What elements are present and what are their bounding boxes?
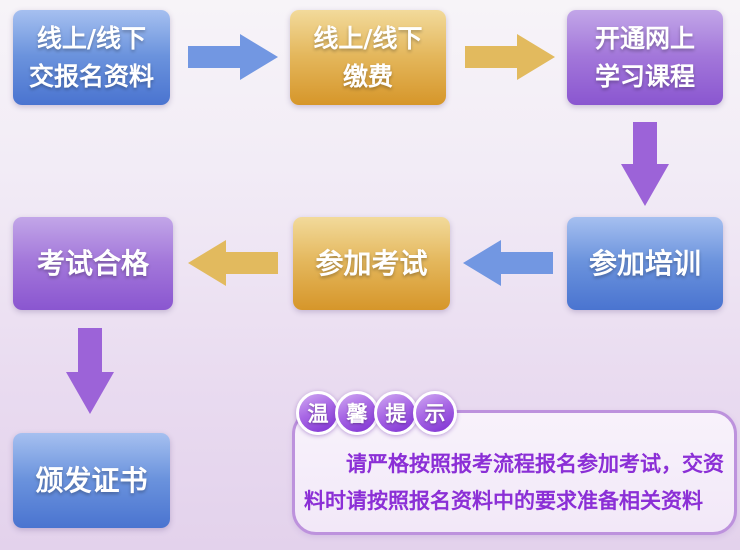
tip-title-badge: 温 馨 提 示 bbox=[296, 391, 457, 435]
flow-step-open-courses: 开通网上 学习课程 bbox=[567, 10, 723, 105]
flow-step-label: 颁发证书 bbox=[35, 463, 148, 497]
flow-arrow-down-icon bbox=[66, 328, 114, 414]
flow-step-submit-materials: 线上/线下 交报名资料 bbox=[13, 10, 170, 105]
flow-arrow-left-icon bbox=[463, 240, 553, 286]
flow-arrow-down-icon bbox=[621, 122, 669, 206]
flow-step-label: 线上/线下 bbox=[313, 23, 423, 53]
tip-title-char-circle: 示 bbox=[413, 391, 457, 435]
flow-step-label: 参加考试 bbox=[315, 246, 428, 280]
flow-step-label: 考试合格 bbox=[36, 246, 149, 280]
flow-step-take-exam: 参加考试 bbox=[293, 217, 450, 310]
flow-step-pay-fee: 线上/线下 缴费 bbox=[290, 10, 446, 105]
flow-step-label: 交报名资料 bbox=[28, 61, 154, 91]
tip-title-char-circle: 馨 bbox=[335, 391, 379, 435]
flow-step-label: 线上/线下 bbox=[36, 23, 147, 53]
flow-arrow-right-icon bbox=[188, 34, 278, 80]
tip-panel: 请严格按照报考流程报名参加考试，交资料时请按照报名资料中的要求准备相关资料 bbox=[292, 410, 737, 535]
flow-step-pass-exam: 考试合格 bbox=[13, 217, 173, 310]
flow-step-label: 参加培训 bbox=[588, 246, 701, 280]
flow-step-label: 开通网上 bbox=[594, 23, 695, 53]
tip-title-char-circle: 温 bbox=[296, 391, 340, 435]
tip-title-char-circle: 提 bbox=[374, 391, 418, 435]
flow-step-attend-training: 参加培训 bbox=[567, 217, 723, 310]
flow-arrow-left-icon bbox=[188, 240, 278, 286]
flow-step-issue-certificate: 颁发证书 bbox=[13, 433, 170, 528]
tip-text: 请严格按照报考流程报名参加考试，交资料时请按照报名资料中的要求准备相关资料 bbox=[304, 452, 724, 513]
flow-step-label: 缴费 bbox=[342, 61, 393, 91]
flow-arrow-right-icon bbox=[465, 34, 555, 80]
flow-step-label: 学习课程 bbox=[594, 61, 695, 91]
